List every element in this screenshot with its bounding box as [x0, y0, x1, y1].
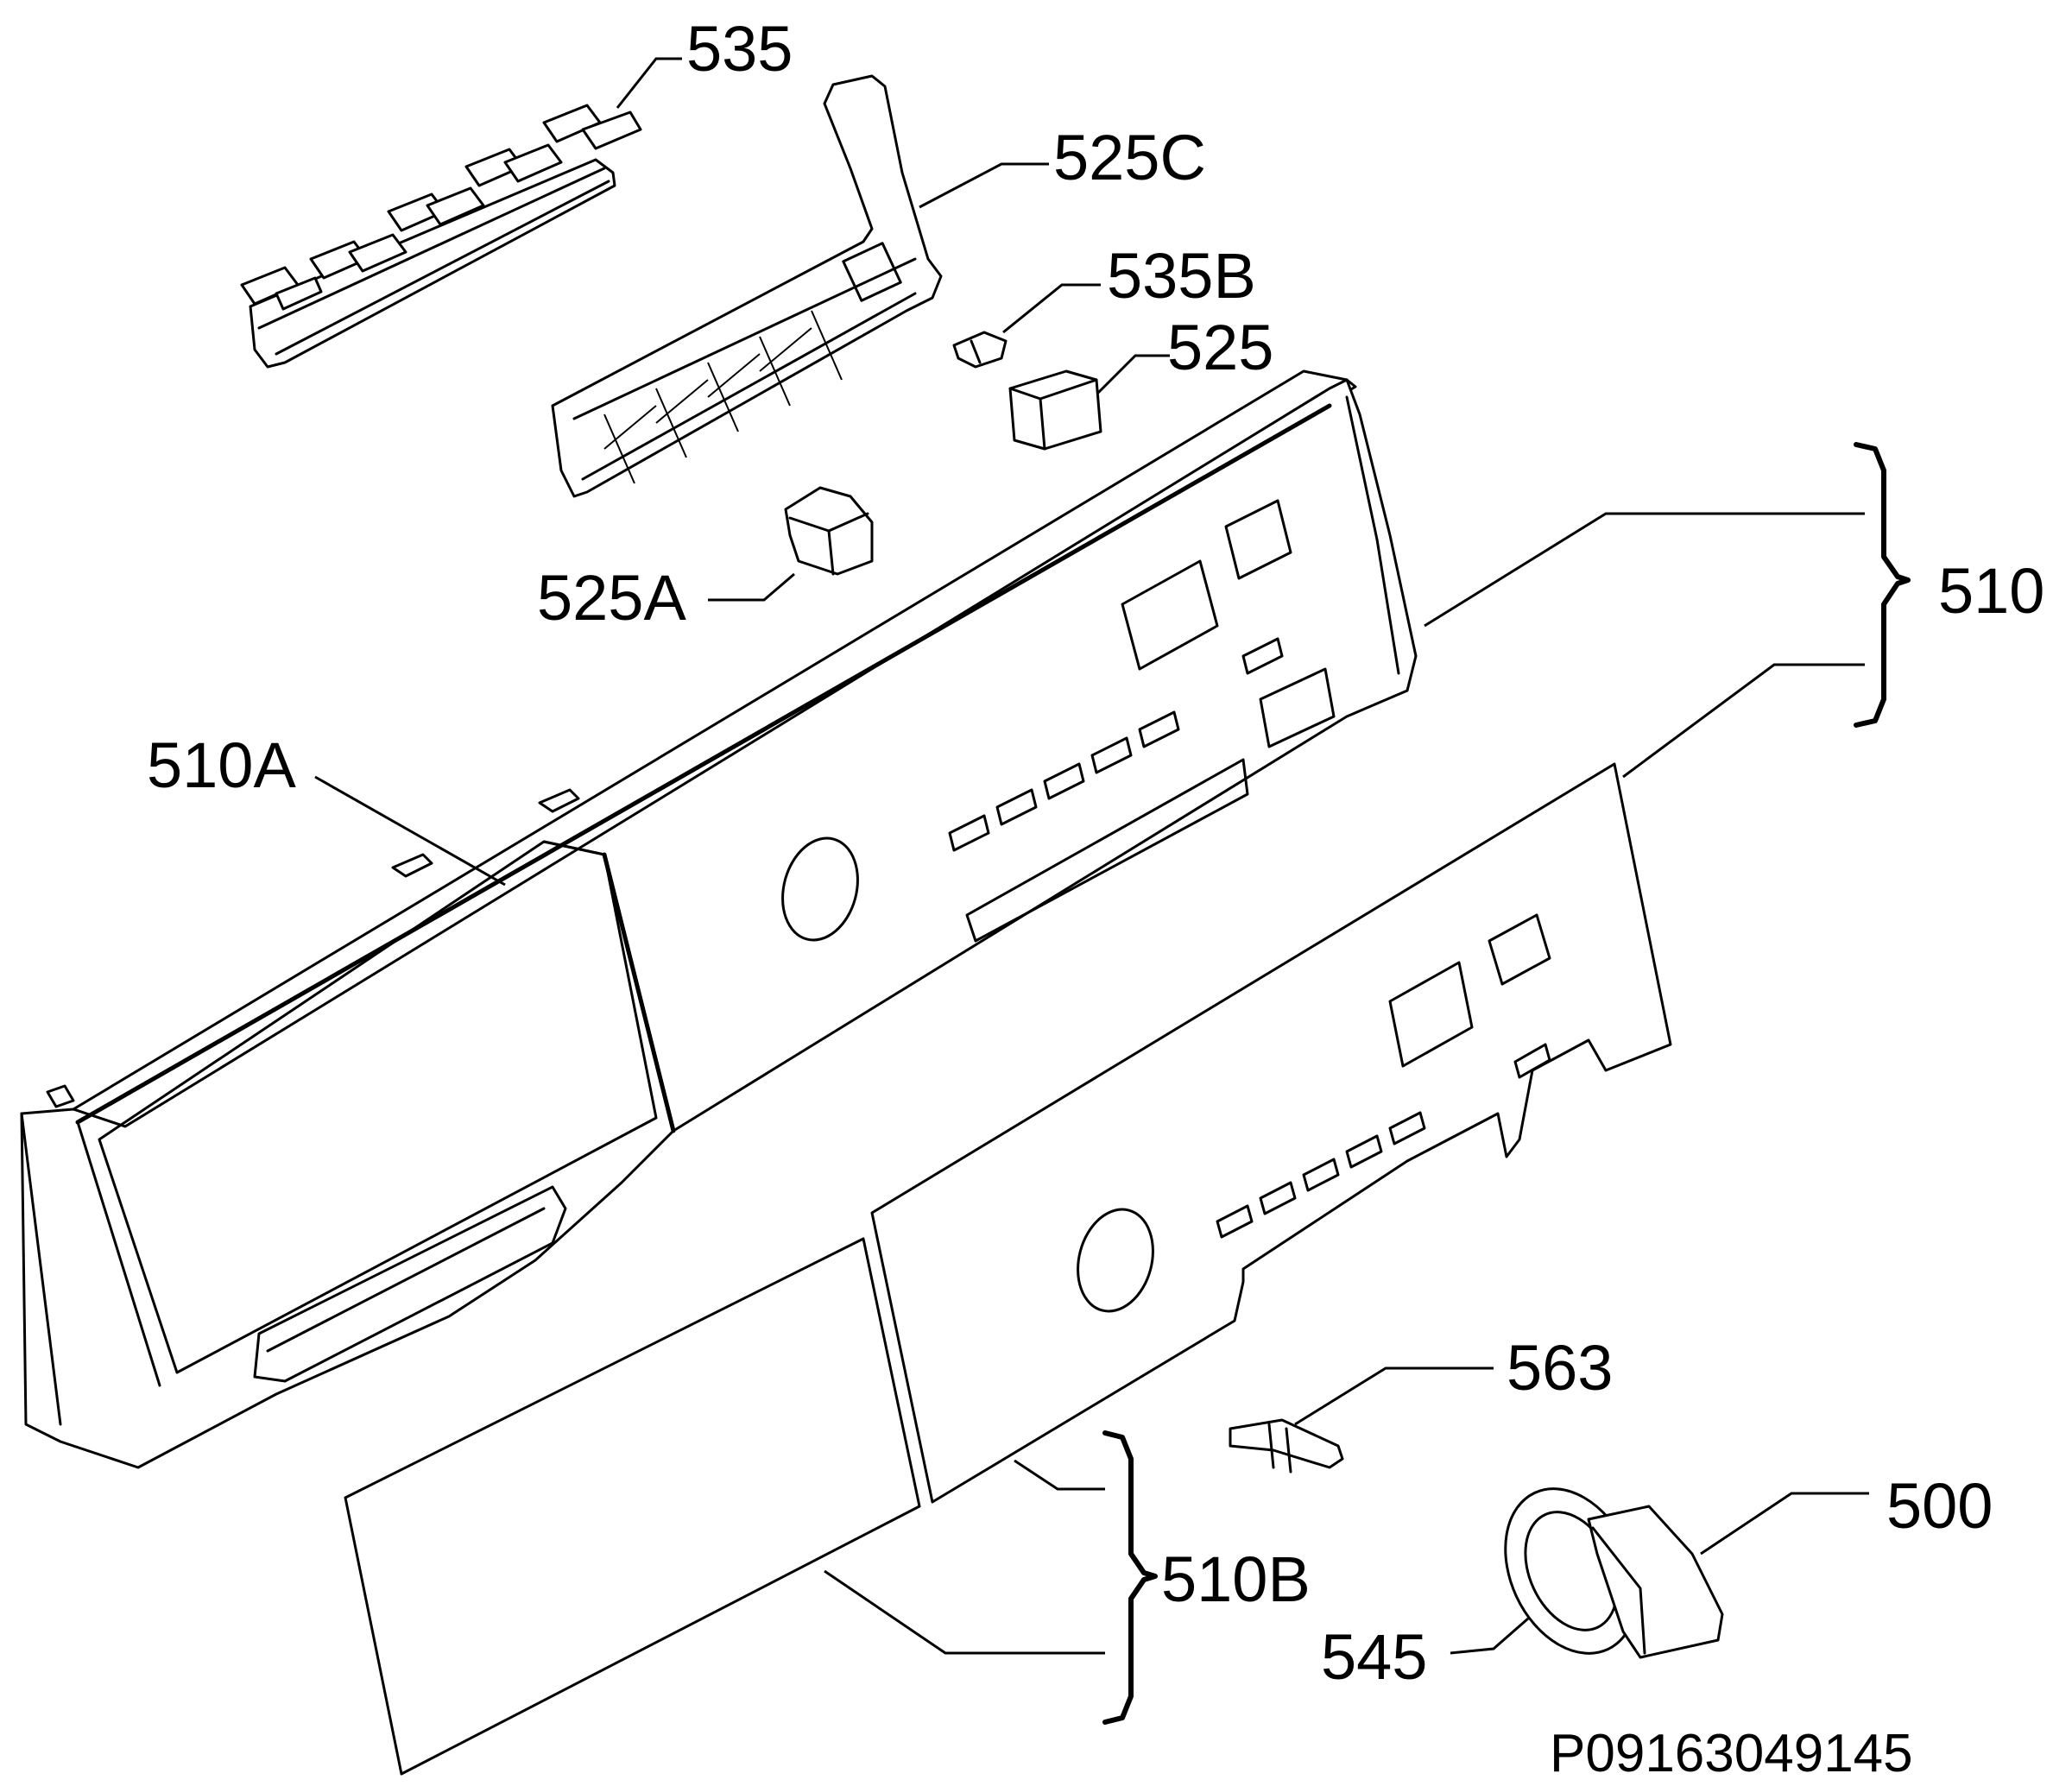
brace-510 — [1854, 442, 1911, 728]
callout-545: 545 — [1321, 1621, 1427, 1693]
part-535-switch-rail — [240, 57, 682, 369]
brace-510B — [1102, 1430, 1158, 1725]
part-525C-frame — [551, 74, 1049, 498]
part-510B-decor-foil — [344, 663, 1865, 1776]
part-525A-button — [708, 486, 874, 602]
callout-563: 563 — [1507, 1332, 1613, 1404]
drawing-code: P09163049145 — [1550, 1724, 1913, 1783]
part-500-knob — [1450, 1487, 1869, 1659]
callout-510A: 510A — [147, 729, 296, 801]
callout-500: 500 — [1886, 1470, 1993, 1542]
callout-510B: 510B — [1161, 1543, 1311, 1615]
callout-525C: 525C — [1053, 122, 1206, 193]
leader-510A — [314, 775, 506, 887]
part-525-button — [1008, 354, 1170, 451]
callout-525: 525 — [1167, 312, 1273, 383]
callout-535B: 535B — [1107, 240, 1256, 312]
callout-535: 535 — [686, 13, 793, 85]
part-510-control-panel — [20, 369, 1865, 1469]
callout-510: 510 — [1938, 555, 2044, 627]
part-535B-clip — [952, 283, 1101, 369]
part-563-pin — [1229, 1366, 1494, 1474]
callout-525A: 525A — [537, 562, 686, 634]
